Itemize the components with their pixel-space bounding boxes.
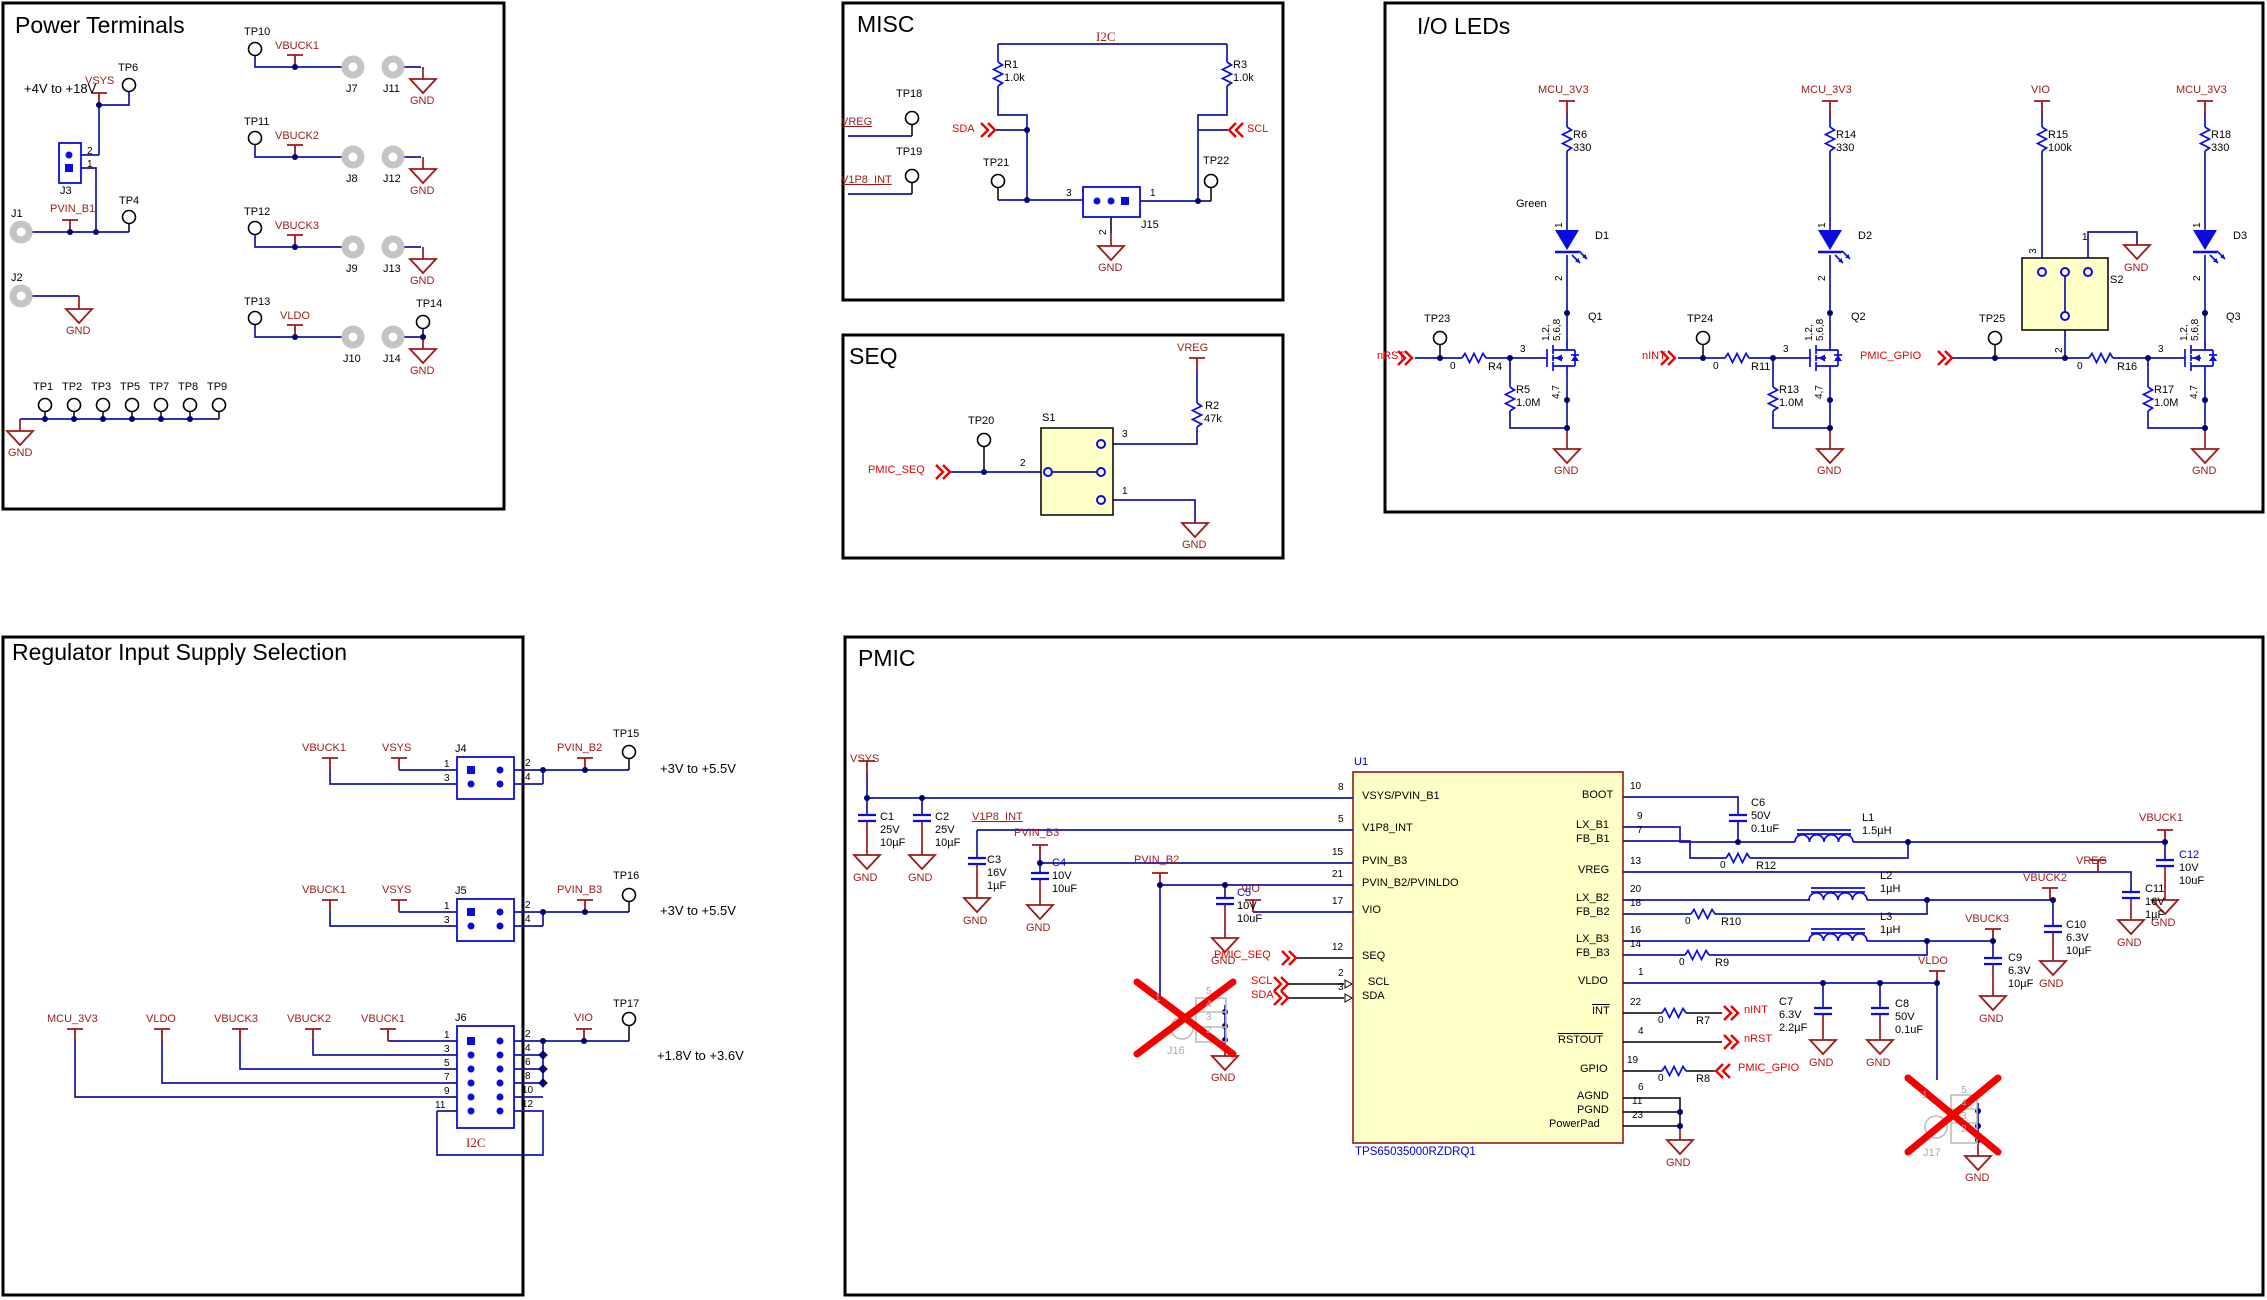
pmic-box	[843, 635, 2265, 1297]
dnp-x-mark	[1904, 1074, 2002, 1156]
seq-box	[841, 333, 1285, 560]
regulator-input-box	[1, 635, 525, 1297]
seq-circuit	[934, 357, 1209, 538]
dnp-x-mark	[1133, 978, 1237, 1058]
io-leds-box	[1383, 1, 2265, 514]
jumper-j5	[456, 898, 515, 942]
power-terminals-circuit	[6, 41, 437, 446]
jumper-j3	[58, 142, 82, 184]
jumper-j4	[456, 756, 515, 800]
pmic-chip-u1	[1352, 771, 1624, 1144]
dnp-connector-j16	[1133, 978, 1237, 1058]
misc-box	[841, 1, 1285, 302]
io-leds-circuit	[1396, 100, 2227, 464]
regulator-input-circuit	[66, 744, 637, 1156]
misc-circuit	[848, 43, 1245, 261]
jumper-j6	[456, 1025, 515, 1129]
pmic-circuit	[853, 760, 2179, 1171]
power-terminals-box	[1, 1, 506, 511]
dnp-connector-j17	[1904, 1074, 2002, 1156]
